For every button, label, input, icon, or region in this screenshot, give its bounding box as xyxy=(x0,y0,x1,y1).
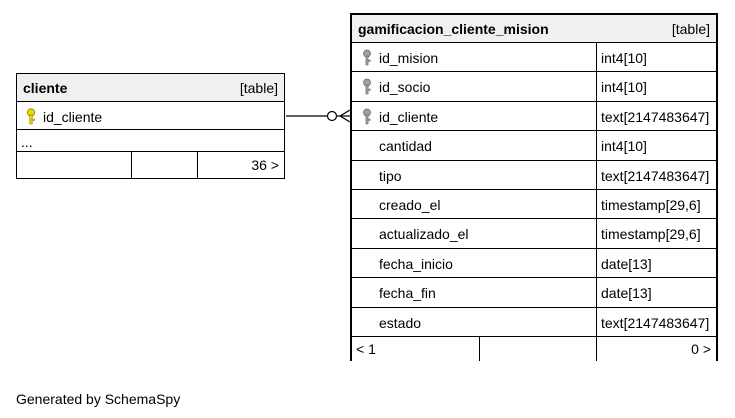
column-name-cell: fecha_inicio xyxy=(352,248,597,278)
column-name-cell: estado xyxy=(352,307,597,336)
column-row[interactable]: cantidad int4[10] xyxy=(352,131,716,161)
column-type: text[2147483647] xyxy=(601,108,710,125)
column-type-cell: text[2147483647] xyxy=(597,308,716,336)
column-name-cell: id_cliente xyxy=(352,101,597,131)
footer-right-cell[interactable]: 36 > xyxy=(198,152,284,178)
column-row[interactable]: tipo text[2147483647] xyxy=(352,160,716,190)
column-type: int4[10] xyxy=(601,138,647,155)
column-name-cell: creado_el xyxy=(352,189,597,219)
column-type-cell: int4[10] xyxy=(597,43,716,71)
foreign-key-icon xyxy=(363,108,371,125)
more-columns-row: ... xyxy=(17,130,284,152)
column-row[interactable]: actualizado_el timestamp[29,6] xyxy=(352,219,716,249)
table-cliente[interactable]: cliente [table] id_cliente ... 36 > xyxy=(16,73,285,179)
column-row[interactable]: estado text[2147483647] xyxy=(352,307,716,337)
table-footer: 36 > xyxy=(17,152,284,178)
zero-cardinality-marker xyxy=(326,110,338,122)
table-name: cliente xyxy=(23,80,68,96)
table-header: gamificacion_cliente_mision [table] xyxy=(352,15,716,43)
column-name: id_mision xyxy=(379,50,439,66)
column-name-cell: id_socio xyxy=(352,72,597,101)
column-name-cell: id_mision xyxy=(352,43,597,72)
table-name: gamificacion_cliente_mision xyxy=(358,21,549,37)
column-type-cell: timestamp[29,6] xyxy=(597,190,716,218)
footer-middle-cell xyxy=(132,152,198,178)
table-kind: [table] xyxy=(671,21,710,37)
column-type-cell: text[2147483647] xyxy=(597,102,716,130)
more-columns-ellipsis: ... xyxy=(21,134,33,150)
column-type-cell: date[13] xyxy=(597,249,716,277)
column-type-cell: timestamp[29,6] xyxy=(597,219,716,247)
column-type-cell: text[2147483647] xyxy=(597,161,716,189)
parent-count[interactable]: < 1 xyxy=(356,340,376,357)
column-type: date[13] xyxy=(601,255,652,272)
column-type-cell: int4[10] xyxy=(597,131,716,159)
column-row[interactable]: id_mision int4[10] xyxy=(352,43,716,73)
column-name-cell: cantidad xyxy=(352,131,597,160)
table-kind: [table] xyxy=(239,80,278,96)
column-row[interactable]: fecha_fin date[13] xyxy=(352,278,716,308)
table-header: cliente [table] xyxy=(17,74,284,102)
column-type-cell: date[13] xyxy=(597,278,716,306)
column-name: estado xyxy=(379,314,422,331)
column-row[interactable]: id_socio int4[10] xyxy=(352,72,716,102)
column-row[interactable]: fecha_inicio date[13] xyxy=(352,248,716,279)
column-type: int4[10] xyxy=(601,50,647,66)
footer-right-cell[interactable]: 0 > xyxy=(597,337,716,361)
column-type: int4[10] xyxy=(601,79,647,96)
column-type: text[2147483647] xyxy=(601,167,710,184)
footer-left-cell[interactable]: < 1 xyxy=(352,336,480,361)
generated-by-credit: Generated by SchemaSpy xyxy=(16,391,181,407)
column-name: id_cliente xyxy=(43,109,103,125)
foreign-key-icon xyxy=(363,78,371,95)
column-row[interactable]: id_cliente text[2147483647] xyxy=(352,101,716,132)
crowfoot-lower xyxy=(339,115,351,123)
table-gamificacion-cliente-mision[interactable]: gamificacion_cliente_mision [table] id_m… xyxy=(350,13,718,361)
column-type: timestamp[29,6] xyxy=(601,226,701,243)
child-count[interactable]: 36 > xyxy=(251,157,279,173)
column-name: fecha_inicio xyxy=(379,255,453,272)
column-type: timestamp[29,6] xyxy=(601,196,701,213)
column-cell: id_cliente xyxy=(17,102,284,129)
column-name: creado_el xyxy=(379,196,441,213)
column-name-cell: actualizado_el xyxy=(352,219,597,248)
column-name: tipo xyxy=(379,167,402,184)
column-name: actualizado_el xyxy=(379,226,469,243)
column-name: cantidad xyxy=(379,138,432,155)
column-row[interactable]: creado_el timestamp[29,6] xyxy=(352,189,716,220)
column-type: text[2147483647] xyxy=(601,314,710,331)
footer-middle-cell xyxy=(480,336,597,361)
column-name: id_cliente xyxy=(379,108,439,125)
column-type: date[13] xyxy=(601,285,652,302)
crowfoot-upper xyxy=(339,109,351,117)
column-type-cell: int4[10] xyxy=(597,72,716,100)
column-row[interactable]: id_cliente xyxy=(17,102,284,130)
column-name: id_socio xyxy=(379,79,431,96)
table-footer: < 1 0 > xyxy=(352,336,716,361)
child-count[interactable]: 0 > xyxy=(691,340,711,357)
footer-left-cell xyxy=(17,152,132,178)
foreign-key-icon xyxy=(363,49,371,66)
primary-key-icon xyxy=(26,108,36,125)
column-name-cell: tipo xyxy=(352,160,597,189)
column-name: fecha_fin xyxy=(379,285,436,302)
column-name-cell: fecha_fin xyxy=(352,278,597,307)
column-list: id_mision int4[10] id_socio int4[10] id_clie… xyxy=(352,43,716,337)
